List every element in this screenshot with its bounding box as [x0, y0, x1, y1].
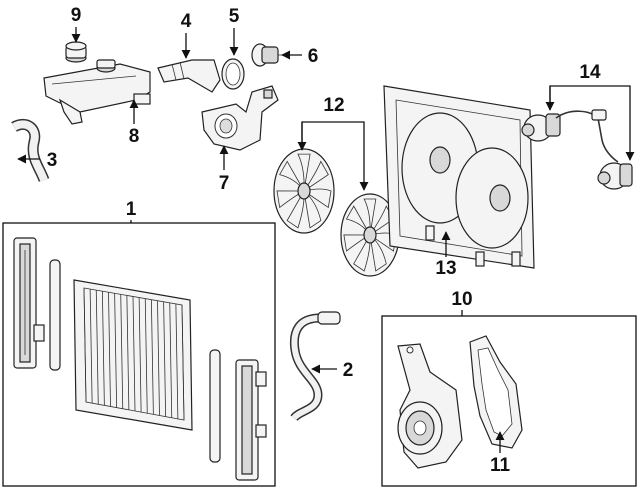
callout-5: 5: [229, 6, 240, 27]
thermostat: [251, 43, 286, 67]
callout-11: 11: [490, 455, 511, 476]
radiator-group: [2, 222, 276, 487]
callout-8: 8: [129, 126, 140, 147]
radiator-core: [73, 279, 193, 431]
fan-motor-connector: [591, 109, 607, 121]
fan-shroud: [383, 85, 535, 269]
callout-6: 6: [308, 46, 319, 67]
water-inlet: [157, 59, 221, 93]
water-outlet-housing: [201, 85, 279, 151]
fan-blade-left: [273, 148, 335, 234]
radiator-right-gasket: [209, 349, 221, 463]
callout-3: 3: [47, 150, 58, 171]
fan-motor-lower: [597, 162, 633, 190]
callout-10: 10: [451, 289, 472, 310]
reservoir-cap: [65, 41, 87, 63]
water-pump-gasket: [469, 335, 523, 449]
water-pump-group-box: [381, 315, 637, 487]
radiator-right-tank: [235, 359, 267, 481]
fan-blade-right: [340, 193, 400, 277]
callout-2: 2: [343, 360, 354, 381]
callout-9: 9: [71, 5, 82, 26]
callout-4: 4: [181, 11, 192, 32]
fan-motor-upper: [521, 113, 561, 142]
callout-14: 14: [579, 62, 601, 83]
callout-7: 7: [219, 173, 230, 194]
water-pump: [397, 343, 463, 469]
callout-12: 12: [323, 95, 344, 116]
leader-14: [549, 85, 635, 161]
radiator-left-gasket: [49, 259, 61, 371]
radiator-left-tank: [13, 237, 45, 369]
radiator-group-box: [2, 222, 276, 487]
callout-13: 13: [435, 258, 456, 279]
callout-1: 1: [126, 199, 137, 220]
